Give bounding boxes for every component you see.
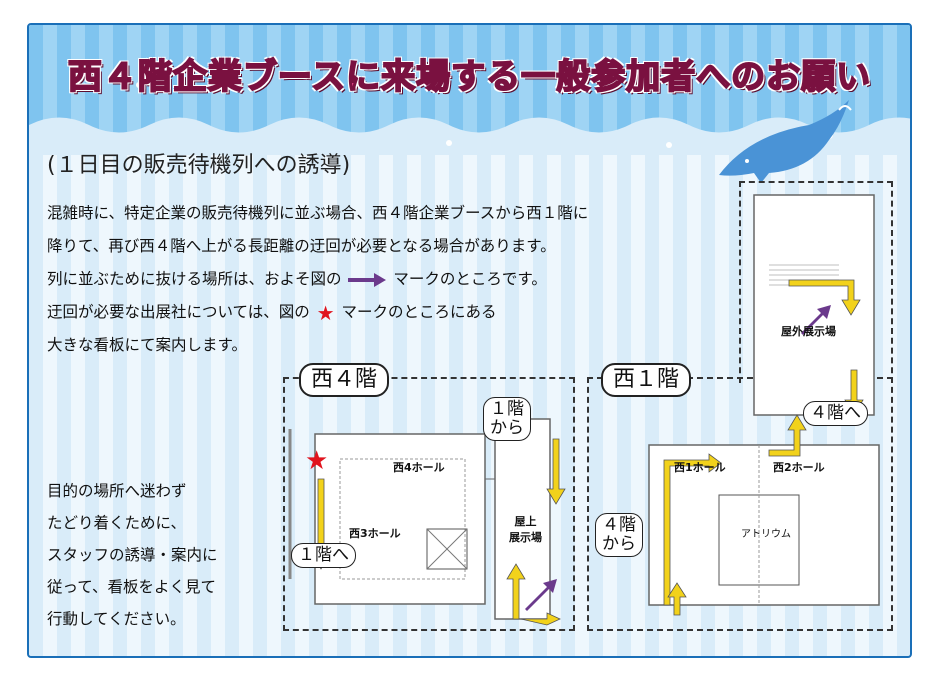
paragraph-line: 大きな看板にて案内します。 xyxy=(47,336,247,354)
outdoor-label: 屋外展示場 xyxy=(781,325,836,338)
atrium-label: アトリウム xyxy=(741,529,791,540)
rooftop-label: 屋上 展示場 xyxy=(509,515,542,544)
red-star-icon: ★ xyxy=(305,446,328,476)
notice-frame: 西４階企業ブースに来場する一般参加者へのお願い (１日目の販売待機列への誘導) … xyxy=(27,23,912,658)
to-1f-bubble: １階へ xyxy=(291,543,356,568)
from-1f-bubble: １階 から xyxy=(483,397,531,441)
side-note-line: 行動してください。 xyxy=(47,610,186,628)
sky-banner xyxy=(29,25,910,155)
paragraph-line: 迂回が必要な出展社については、図の ★ マークのところにある xyxy=(47,296,588,329)
red-star-icon: ★ xyxy=(316,300,335,325)
west4-floor-plan: ★ xyxy=(288,418,566,626)
page-title: 西４階企業ブースに来場する一般参加者へのお願い xyxy=(67,56,872,98)
from-4f-bubble: ４階 から xyxy=(595,513,643,557)
to-4f-bubble: ４階へ xyxy=(803,401,868,426)
dolphin-icon xyxy=(719,100,852,183)
west3-hall-label: 西3ホール xyxy=(349,527,401,540)
paragraph-line: 混雑時に、特定企業の販売待機列に並ぶ場合、西４階企業ブースから西１階に xyxy=(47,204,589,222)
west4-hall-label: 西4ホール xyxy=(393,461,445,474)
paragraph-line: 列に並ぶために抜ける場所は、およそ図の マークのところです。 xyxy=(47,263,588,296)
west2-hall-label: 西2ホール xyxy=(773,461,825,474)
west4-map-area xyxy=(283,377,575,631)
west1-floor-plan xyxy=(648,194,880,616)
side-note-line: スタッフの誘導・案内に xyxy=(47,546,218,564)
side-note-line: たどり着くために、 xyxy=(47,514,187,532)
section-subtitle: (１日目の販売待機列への誘導) xyxy=(47,153,351,178)
west4-map-label: 西４階 xyxy=(299,363,390,397)
explanation-paragraph: 混雑時に、特定企業の販売待機列に並ぶ場合、西４階企業ブースから西１階に 降りて、… xyxy=(47,197,588,362)
paragraph-text: 迂回が必要な出展社については、図の xyxy=(47,303,310,321)
west1-hall-label: 西1ホール xyxy=(674,461,726,474)
paragraph-text: マークのところです。 xyxy=(393,270,547,288)
west1-outdoor-area xyxy=(739,181,893,383)
paragraph-text: マークのところにある xyxy=(341,303,497,321)
west1-map-label: 西１階 xyxy=(601,363,692,397)
paragraph-line: 降りて、再び西４階へ上がる長距離の迂回が必要となる場合があります。 xyxy=(47,237,556,255)
purple-arrow-icon xyxy=(348,272,387,287)
side-note-line: 従って、看板をよく見て xyxy=(47,578,216,596)
side-note-line: 目的の場所へ迷わず xyxy=(47,482,187,500)
paragraph-text: 列に並ぶために抜ける場所は、およそ図の xyxy=(47,270,342,288)
side-note: 目的の場所へ迷わず たどり着くために、 スタッフの誘導・案内に 従って、看板をよ… xyxy=(47,475,218,635)
